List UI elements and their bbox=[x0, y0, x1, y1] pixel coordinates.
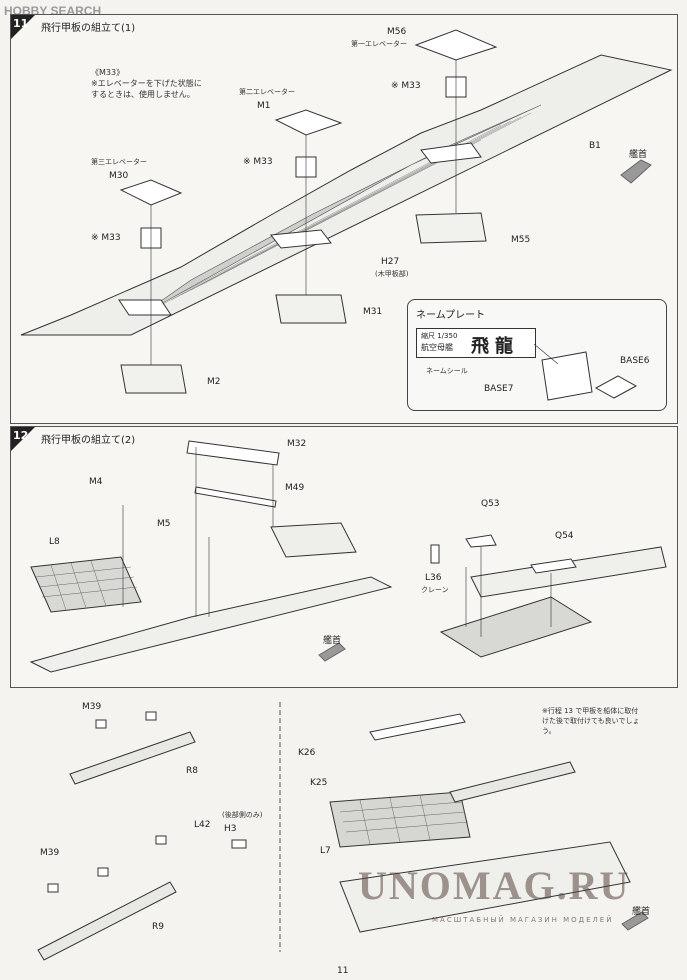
flight-deck-assembly-1-drawing bbox=[20, 29, 673, 394]
flight-deck-assembly-2-drawing bbox=[29, 440, 667, 673]
label-m33-c: ※ M33 bbox=[391, 81, 421, 91]
step-12-marker bbox=[11, 427, 35, 451]
label-l8: L8 bbox=[49, 537, 60, 547]
step-11-marker bbox=[11, 15, 35, 39]
nameplate-ship-name: 飛龍 bbox=[471, 336, 519, 357]
label-m49: M49 bbox=[285, 483, 305, 493]
label-bow-12: 艦首 bbox=[323, 636, 342, 646]
m33-note-line2: するときは、使用しません。 bbox=[91, 90, 195, 99]
lower-note-line1: ※行程 13 で甲板を船体に取付 bbox=[542, 707, 639, 715]
page-number: 11 bbox=[337, 966, 349, 976]
lower-note: ※行程 13 で甲板を船体に取付 けた後で取付けても良いでしょ う。 bbox=[542, 706, 639, 736]
label-h3-note: (後部側のみ) bbox=[222, 811, 263, 819]
nameplate-ship-type: 航空母艦 bbox=[421, 343, 453, 352]
label-m4: M4 bbox=[89, 477, 103, 487]
lower-assembly-drawing bbox=[37, 702, 649, 961]
label-bow-lower: 艦首 bbox=[632, 907, 651, 917]
label-h27-sub: (木甲板部) bbox=[375, 270, 409, 278]
nameplate-inset: ネームプレート 縮尺 1/350 航空母艦 飛龍 ネームシール BASE7 BA… bbox=[407, 299, 667, 411]
step-12-number: 12 bbox=[13, 429, 29, 442]
label-b1: B1 bbox=[589, 141, 601, 151]
nameplate-stand-drawing bbox=[533, 343, 638, 401]
label-base6: BASE6 bbox=[620, 356, 650, 366]
nameplate-title: ネームプレート bbox=[416, 310, 486, 321]
label-base7: BASE7 bbox=[484, 384, 514, 394]
label-m33-a: ※ M33 bbox=[91, 233, 121, 243]
label-m1: M1 bbox=[257, 101, 271, 111]
label-m30: M30 bbox=[109, 171, 129, 181]
label-bow-11: 艦首 bbox=[629, 150, 648, 160]
label-m2: M2 bbox=[207, 377, 221, 387]
label-l7: L7 bbox=[320, 846, 331, 856]
m33-note-line1: ※エレベーターを下げた状態に bbox=[91, 79, 202, 88]
label-m30-sub: 第三エレベーター bbox=[91, 158, 147, 166]
watermark-main: UNOMAG.RU bbox=[358, 863, 631, 908]
label-k26: K26 bbox=[298, 748, 316, 758]
step-12-panel: 12 飛行甲板の組立て(2) M32 M4 M49 M5 L8 Q53 Q54 … bbox=[10, 426, 678, 688]
nameplate-seal-label: ネームシール bbox=[426, 367, 468, 375]
label-m56: M56 bbox=[387, 27, 407, 37]
watermark-sub: МАСШТАБНЫЙ МАГАЗИН МОДЕЛЕЙ bbox=[432, 916, 614, 924]
lower-note-line3: う。 bbox=[542, 727, 556, 735]
label-m32: M32 bbox=[287, 439, 307, 449]
nameplate-scale: 縮尺 1/350 bbox=[421, 332, 458, 340]
label-l36: L36 bbox=[425, 573, 442, 583]
label-m33-b: ※ M33 bbox=[243, 157, 273, 167]
label-r8: R8 bbox=[186, 766, 198, 776]
label-m56-sub: 第一エレベーター bbox=[351, 40, 407, 48]
lower-note-line2: けた後で取付けても良いでしょ bbox=[542, 717, 640, 725]
m33-note: 《M33》 ※エレベーターを下げた状態に するときは、使用しません。 bbox=[91, 67, 202, 100]
label-k25: K25 bbox=[310, 778, 328, 788]
label-h3: H3 bbox=[224, 824, 237, 834]
label-l36-sub: クレーン bbox=[421, 586, 449, 594]
label-l42: L42 bbox=[194, 820, 211, 830]
label-m39-a: M39 bbox=[82, 702, 102, 712]
label-m5: M5 bbox=[157, 519, 171, 529]
nameplate-graphic: 縮尺 1/350 航空母艦 飛龍 bbox=[416, 328, 536, 358]
label-r9: R9 bbox=[152, 922, 164, 932]
label-h27: H27 bbox=[381, 257, 400, 267]
step-12-title: 飛行甲板の組立て(2) bbox=[41, 435, 136, 446]
step-11-title: 飛行甲板の組立て(1) bbox=[41, 23, 136, 34]
label-m1-sub: 第二エレベーター bbox=[239, 88, 295, 96]
label-m39-b: M39 bbox=[40, 848, 60, 858]
step-11-number: 11 bbox=[13, 17, 29, 30]
step-11-panel: 11 飛行甲板の組立て(1) 《M33》 ※エレベーターを下げた状態に するとき… bbox=[10, 14, 678, 424]
m33-note-title: 《M33》 bbox=[91, 68, 125, 77]
lower-section: M39 R8 L42 (後部側のみ) H3 M39 R9 K26 K25 L7 … bbox=[10, 692, 676, 964]
label-m55: M55 bbox=[511, 235, 531, 245]
label-m31: M31 bbox=[363, 307, 383, 317]
label-q53: Q53 bbox=[481, 499, 500, 509]
label-q54: Q54 bbox=[555, 531, 574, 541]
